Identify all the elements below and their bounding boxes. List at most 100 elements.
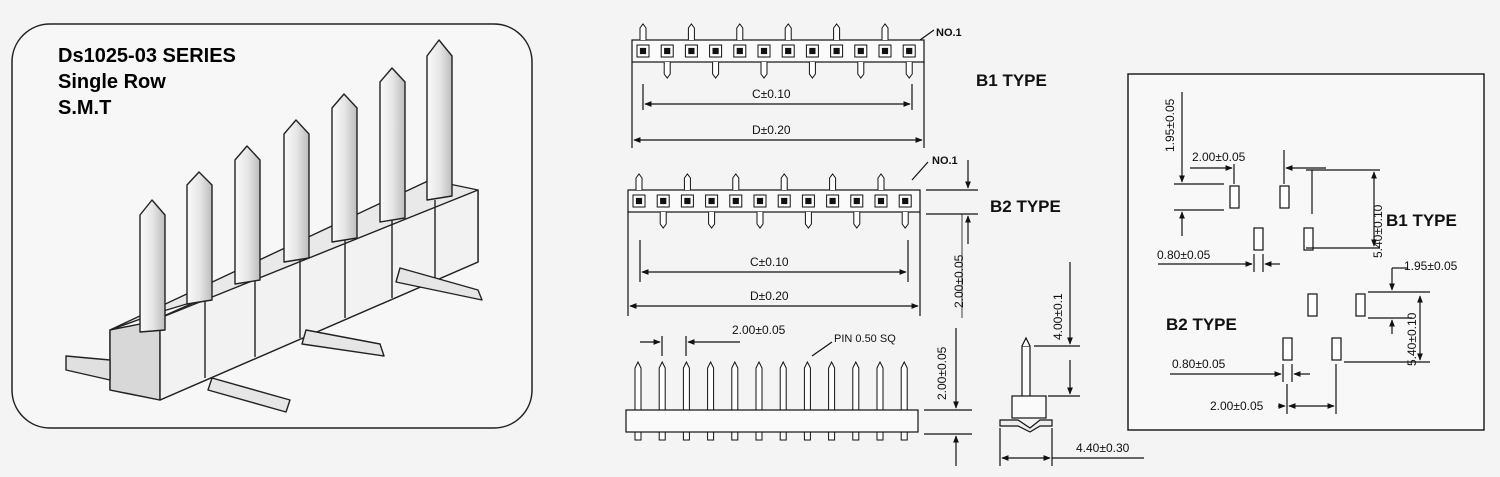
front-pin xyxy=(900,360,908,410)
b2-pin-square xyxy=(877,197,885,205)
b1-dim-c-label: C±0.10 xyxy=(752,87,791,101)
b2-pin1-label: NO.1 xyxy=(932,155,958,167)
front-pin xyxy=(852,360,860,410)
row-type-label: Single Row xyxy=(58,71,166,93)
pcb-layout-frame xyxy=(1127,73,1485,431)
b2-pin-square xyxy=(829,197,836,205)
b1-pin-row xyxy=(636,23,916,79)
pcb-b2-type-label: B2 TYPE xyxy=(1166,315,1237,334)
b1-pin-square xyxy=(760,47,768,55)
b1-pin-square xyxy=(639,47,647,55)
b2-lead-up xyxy=(683,173,691,190)
front-pin-tail xyxy=(634,431,642,441)
b1-type-label: B1 TYPE xyxy=(976,71,1047,90)
front-pin-tail xyxy=(682,431,690,441)
b2-lead-down xyxy=(708,212,716,229)
b1-pin-square xyxy=(785,47,792,55)
b2-lead-down xyxy=(804,212,812,229)
b1-dim-d-label: D±0.20 xyxy=(752,123,791,137)
front-pin xyxy=(634,360,642,410)
b2-pin-square xyxy=(660,197,667,205)
b1-pin-square xyxy=(664,47,671,55)
b2-pin-square xyxy=(708,197,715,205)
b2-type-label: B2 TYPE xyxy=(990,197,1061,216)
b1-housing xyxy=(631,39,925,63)
b1-lead-down xyxy=(905,62,913,79)
b2-pin-square xyxy=(635,197,643,205)
b2-pad xyxy=(1331,337,1342,361)
b1-lead-down xyxy=(760,62,768,79)
b2-lead-up xyxy=(732,173,740,190)
b2-lead-down xyxy=(901,212,909,229)
front-pitch-label: 2.00±0.05 xyxy=(732,323,786,337)
b1-top-view xyxy=(631,23,935,148)
b1-lead-down xyxy=(857,62,865,79)
side-view xyxy=(999,262,1144,466)
front-pin xyxy=(682,360,690,410)
pcb-b1-type-label: B1 TYPE xyxy=(1386,211,1457,230)
b1-lead-up xyxy=(687,23,695,40)
front-pin-tail xyxy=(803,431,811,441)
b2-dim-d-label: D±0.20 xyxy=(750,289,789,303)
b2-lead-up xyxy=(877,173,885,190)
b2-lead-down xyxy=(853,212,861,229)
b1-lead-down xyxy=(663,62,671,79)
b2-offset-label: 2.00±0.05 xyxy=(952,254,966,308)
front-pin xyxy=(779,360,787,410)
b2-pin1-leader xyxy=(911,161,929,181)
front-pin xyxy=(731,360,739,410)
front-pin-tail xyxy=(779,431,787,441)
b2-lead-down xyxy=(659,212,667,229)
b2-top-view xyxy=(627,160,978,318)
b1-pitch-label: 2.00±0.05 xyxy=(1192,150,1246,164)
b1-pad xyxy=(1253,227,1264,251)
b2-pin-square xyxy=(732,197,739,205)
front-pin xyxy=(876,360,884,410)
front-housing xyxy=(625,409,919,433)
b1-row-span-label: 5.40±0.10 xyxy=(1371,204,1385,258)
front-pin-tail xyxy=(852,431,860,441)
front-pin-tail xyxy=(707,431,715,441)
front-view xyxy=(625,328,972,466)
b1-pin-square xyxy=(906,47,913,55)
b2-lead-up xyxy=(829,173,837,190)
front-pin-tail xyxy=(828,431,836,441)
front-height-label: 2.00±0.05 xyxy=(935,346,949,400)
b1-lead-up xyxy=(881,23,889,40)
b1-offset-label: 1.95±0.05 xyxy=(1163,98,1177,152)
b2-pad xyxy=(1282,337,1293,361)
b1-pin1-leader xyxy=(919,29,935,41)
pcb-layout-panel: 1.95±0.05 2.00±0.05 5.40±0.10 0.80±0.05 … xyxy=(1127,73,1485,431)
b2-lead-down xyxy=(756,212,764,229)
b2-pin-square xyxy=(853,197,860,205)
b1-lead-down xyxy=(808,62,816,79)
side-depth-label: 4.40±0.30 xyxy=(1076,441,1130,455)
b2-pin-square xyxy=(684,197,691,205)
b1-pin-square xyxy=(833,47,840,55)
b1-pad xyxy=(1279,185,1290,209)
b1-pin-square xyxy=(688,47,695,55)
b1-pin-square xyxy=(809,47,816,55)
b2-pad xyxy=(1307,293,1318,317)
mount-type-label: S.M.T xyxy=(58,97,111,119)
front-pin xyxy=(755,360,763,410)
b1-pad xyxy=(1229,185,1240,209)
b2-row-span-label: 5.40±0.10 xyxy=(1405,312,1419,366)
b2-pin-square xyxy=(781,197,788,205)
front-pin xyxy=(658,360,666,410)
b2-dim-c-label: C±0.10 xyxy=(750,255,789,269)
b2-lead-up xyxy=(635,173,643,190)
b2-pin-row xyxy=(632,173,912,229)
b1-pin1-label: NO.1 xyxy=(936,27,962,39)
b2-pin-square xyxy=(902,197,909,205)
side-housing xyxy=(1011,395,1047,419)
front-pin-row xyxy=(634,360,908,441)
pin-size-label: PIN 0.50 SQ xyxy=(834,333,896,345)
b1-lead-down xyxy=(712,62,720,79)
front-pin-tail xyxy=(755,431,763,441)
b1-pad-width-label: 0.80±0.05 xyxy=(1157,248,1211,262)
b1-pin-square xyxy=(857,47,864,55)
b2-pad-width-label: 0.80±0.05 xyxy=(1172,357,1226,371)
front-pin xyxy=(707,360,715,410)
